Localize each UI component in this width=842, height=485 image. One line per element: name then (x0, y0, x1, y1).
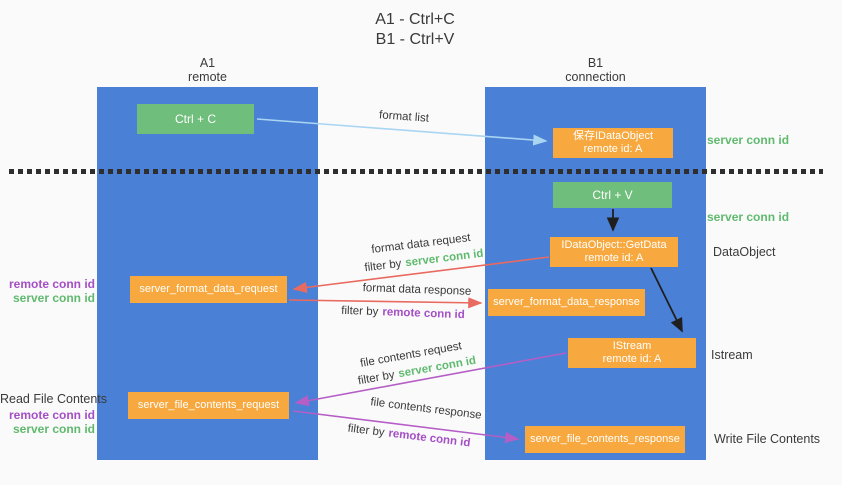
server-conn-id-label-top-right: server conn id (707, 133, 790, 147)
read-file-contents-label: Read File Contents (0, 392, 108, 406)
server-file-contents-response-box: server_file_contents_response (525, 426, 685, 453)
server-format-data-response-box: server_format_data_response (488, 289, 645, 316)
conn-id-block-upper-left: remote conn id server conn id (0, 277, 95, 305)
server-format-data-request-box: server_format_data_request (130, 276, 287, 303)
filter-by-text-2: filter by (341, 304, 379, 319)
format-list-label: format list (378, 109, 430, 125)
session-divider-line (9, 169, 823, 174)
filter-by-text-1: filter by (363, 257, 403, 275)
idataobject-getdata-box: IDataObject::GetData remote id: A (550, 237, 678, 267)
ctrl-v-label: Ctrl + V (592, 188, 633, 202)
save-idataobject-line1: 保存IDataObject (572, 130, 654, 142)
istream-box: IStream remote id: A (568, 338, 696, 368)
ctrl-v-box: Ctrl + V (553, 182, 672, 208)
save-idataobject-line2: remote id: A (583, 143, 643, 155)
file-contents-response-label: file contents response (369, 396, 483, 422)
conn-id-block-lower-left: remote conn id server conn id (0, 408, 95, 436)
filter-by-text-3: filter by (357, 369, 396, 388)
ctrl-c-label: Ctrl + C (174, 112, 216, 126)
server-format-data-request-label: server_format_data_request (139, 283, 278, 295)
idataobject-getdata-line1: IDataObject::GetData (561, 239, 667, 251)
column-a1-subtitle: remote (188, 70, 227, 84)
remote-conn-id-keyword-2: remote conn id (387, 427, 472, 450)
server-file-contents-request-box: server_file_contents_request (128, 392, 289, 419)
format-data-response-label: format data response (362, 282, 472, 298)
istream-line2: remote id: A (602, 353, 662, 365)
title-line-a1: A1 - Ctrl+C (375, 11, 455, 28)
istream-side-label: Istream (711, 348, 753, 362)
filter-by-text-4: filter by (346, 422, 386, 439)
server-file-contents-request-label: server_file_contents_request (137, 399, 280, 411)
server-file-contents-response-label: server_file_contents_response (530, 433, 680, 445)
ctrl-c-box: Ctrl + C (137, 104, 254, 134)
column-a1-name: A1 (199, 56, 216, 70)
column-header-b1: B1 connection (485, 56, 706, 84)
remote-conn-id-keyword-1: remote conn id (382, 306, 465, 322)
title-line-b1: B1 - Ctrl+V (375, 31, 455, 48)
save-idataobject-box: 保存IDataObject remote id: A (553, 128, 673, 158)
istream-line1: IStream (612, 340, 652, 352)
column-header-a1: A1 remote (97, 56, 318, 84)
server-format-data-response-label: server_format_data_response (493, 296, 640, 308)
write-file-contents-label: Write File Contents (714, 432, 821, 446)
column-b1-subtitle: connection (565, 70, 626, 84)
server-conn-id-label-2: server conn id (12, 422, 95, 436)
server-conn-id-label-mid-right: server conn id (707, 210, 790, 224)
dataobject-label: DataObject (713, 245, 776, 259)
server-conn-id-label-1: server conn id (12, 291, 95, 305)
diagram-title: A1 - Ctrl+C B1 - Ctrl+V (340, 10, 490, 50)
remote-conn-id-label-2: remote conn id (8, 408, 95, 422)
column-b1-name: B1 (587, 56, 604, 70)
idataobject-getdata-line2: remote id: A (584, 252, 644, 264)
server-conn-id-keyword-1: server conn id (404, 247, 485, 270)
remote-conn-id-label-1: remote conn id (8, 277, 95, 291)
